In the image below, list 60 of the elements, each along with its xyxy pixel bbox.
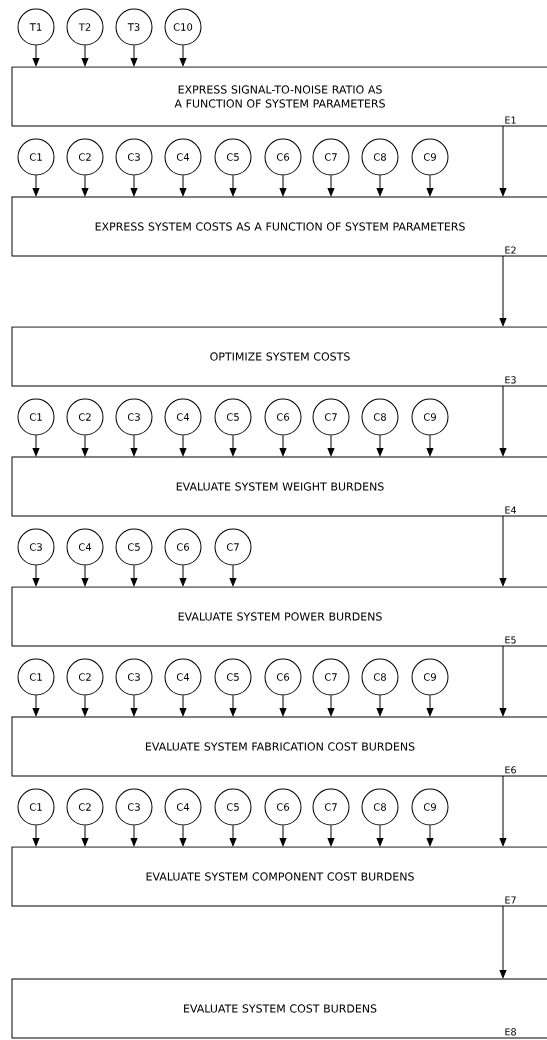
arrow [376, 695, 384, 717]
arrow [32, 825, 40, 847]
arrow [32, 435, 40, 457]
arrow [81, 435, 89, 457]
arrow [499, 905, 507, 979]
arrow [179, 45, 187, 67]
arrow [499, 775, 507, 847]
arrow [229, 435, 237, 457]
arrow [499, 645, 507, 717]
step-label: E5 [505, 636, 516, 644]
step-label: E7 [505, 896, 516, 904]
arrow [426, 435, 434, 457]
arrow [426, 825, 434, 847]
arrow [179, 695, 187, 717]
arrow [327, 825, 335, 847]
step-label: E2 [505, 246, 516, 254]
arrow [32, 695, 40, 717]
arrow [229, 565, 237, 587]
arrow [229, 825, 237, 847]
arrow [81, 565, 89, 587]
arrow [130, 825, 138, 847]
step-label: E4 [505, 506, 517, 514]
arrow [32, 45, 40, 67]
step-label: E6 [505, 766, 516, 774]
arrow [376, 435, 384, 457]
arrow [32, 175, 40, 197]
arrow [179, 435, 187, 457]
arrow [81, 175, 89, 197]
arrow [327, 435, 335, 457]
arrow [376, 825, 384, 847]
arrow [130, 435, 138, 457]
arrow [327, 175, 335, 197]
arrow [81, 45, 89, 67]
arrow [376, 175, 384, 197]
arrow [130, 45, 138, 67]
arrow [32, 565, 40, 587]
arrow [179, 825, 187, 847]
arrow [279, 825, 287, 847]
arrow [179, 175, 187, 197]
step-label: E8 [505, 1028, 516, 1036]
arrow [81, 825, 89, 847]
arrow [327, 695, 335, 717]
arrow [229, 175, 237, 197]
step-label: E3 [505, 376, 516, 384]
step-label: E1 [505, 116, 516, 124]
arrow [426, 175, 434, 197]
arrow [229, 695, 237, 717]
arrow [179, 565, 187, 587]
arrow [499, 255, 507, 327]
arrow [279, 695, 287, 717]
arrow [130, 175, 138, 197]
arrow [426, 695, 434, 717]
arrow [130, 565, 138, 587]
arrow [499, 125, 507, 197]
arrow [279, 435, 287, 457]
arrow [130, 695, 138, 717]
arrow [81, 695, 89, 717]
arrow [499, 385, 507, 457]
arrow [279, 175, 287, 197]
arrow [499, 515, 507, 587]
